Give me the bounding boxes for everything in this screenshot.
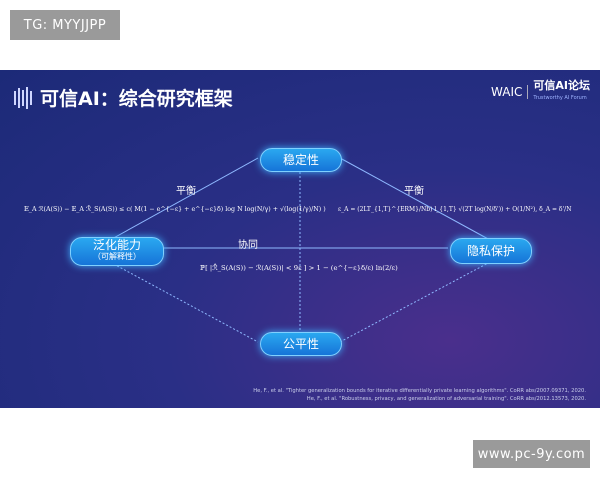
slide: 可信AI：综合研究框架 WAIC 可信AI论坛 Trustworthy AI Fo… xyxy=(0,70,600,408)
slide-title: 可信AI：综合研究框架 xyxy=(14,84,233,111)
formula-middle: ℙ[ |ℛ̂_S(A(S)) − ℛ(A(S))| < 9ε ] > 1 − (… xyxy=(200,264,398,272)
edge-label-right: 平衡 xyxy=(404,186,424,197)
forum-en: Trustworthy AI Forum xyxy=(533,95,587,101)
generalization-label: 泛化能力 xyxy=(92,238,141,252)
edge-stability-privacy xyxy=(339,157,491,241)
node-stability: 稳定性 xyxy=(260,148,342,172)
edge-label-middle: 协同 xyxy=(238,240,258,251)
forum-logo: 可信AI论坛 Trustworthy AI Forum xyxy=(533,80,590,104)
waic-text: WAIC xyxy=(491,85,529,99)
watermark-top: TG: MYYJJPP xyxy=(10,10,120,40)
node-fairness: 公平性 xyxy=(260,332,342,356)
edge-privacy-fairness xyxy=(339,261,491,343)
node-privacy: 隐私保护 xyxy=(450,238,532,264)
generalization-sub: （可解释性） xyxy=(93,252,141,261)
node-generalization: 泛化能力（可解释性） xyxy=(70,237,164,266)
reference-2: He, F., et al. "Robustness, privacy, and… xyxy=(306,396,586,402)
edge-label-left: 平衡 xyxy=(176,186,196,197)
watermark-bottom: www.pc-9y.com xyxy=(473,440,590,468)
title-text: 可信AI：综合研究框架 xyxy=(40,88,233,110)
reference-1: He, F., et al. "Tighter generalization b… xyxy=(253,388,586,394)
waic-logo: WAIC 可信AI论坛 Trustworthy AI Forum xyxy=(491,80,590,104)
formula-left: 𝔼_A ℛ(A(S)) − 𝔼_A ℛ̂_S(A(S)) ≤ c( M(1 − … xyxy=(24,206,326,213)
forum-name: 可信AI论坛 xyxy=(533,79,590,92)
logo-bars-icon xyxy=(14,86,32,109)
formula-right: ε_A = (2LT_{1,T}^{ERM}/Nb) l_{1,T} √(2T … xyxy=(338,206,572,213)
diagram-edges xyxy=(109,157,491,343)
edge-gen-stability xyxy=(109,157,259,241)
edge-gen-fairness xyxy=(109,261,259,343)
